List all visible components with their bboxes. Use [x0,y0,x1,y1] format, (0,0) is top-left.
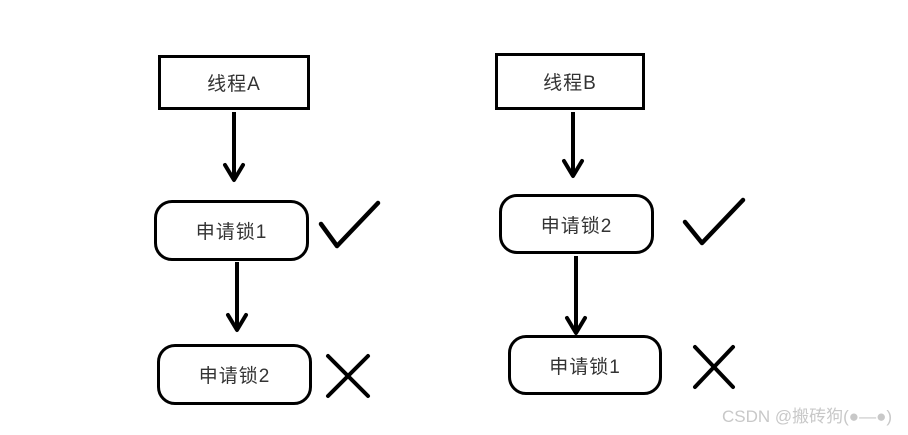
arrow-down-icon [565,256,587,335]
cross-icon [693,345,735,389]
thread-b-box: 线程B [495,53,645,110]
check-icon [682,197,746,246]
csdn-watermark: CSDN @搬砖狗(●—●) [721,407,892,426]
thread-b-request-lock2-box: 申请锁2 [499,194,654,254]
cross-icon [326,354,370,398]
thread-a-request-lock1-box: 申请锁1 [154,200,309,261]
thread-a-box: 线程A [158,55,310,110]
arrow-down-icon [226,262,248,332]
arrow-down-icon [223,112,245,182]
check-icon [318,200,381,249]
arrow-down-icon [562,112,584,178]
thread-a-request-lock2-box: 申请锁2 [157,344,312,405]
thread-b-request-lock1-box: 申请锁1 [508,335,662,395]
